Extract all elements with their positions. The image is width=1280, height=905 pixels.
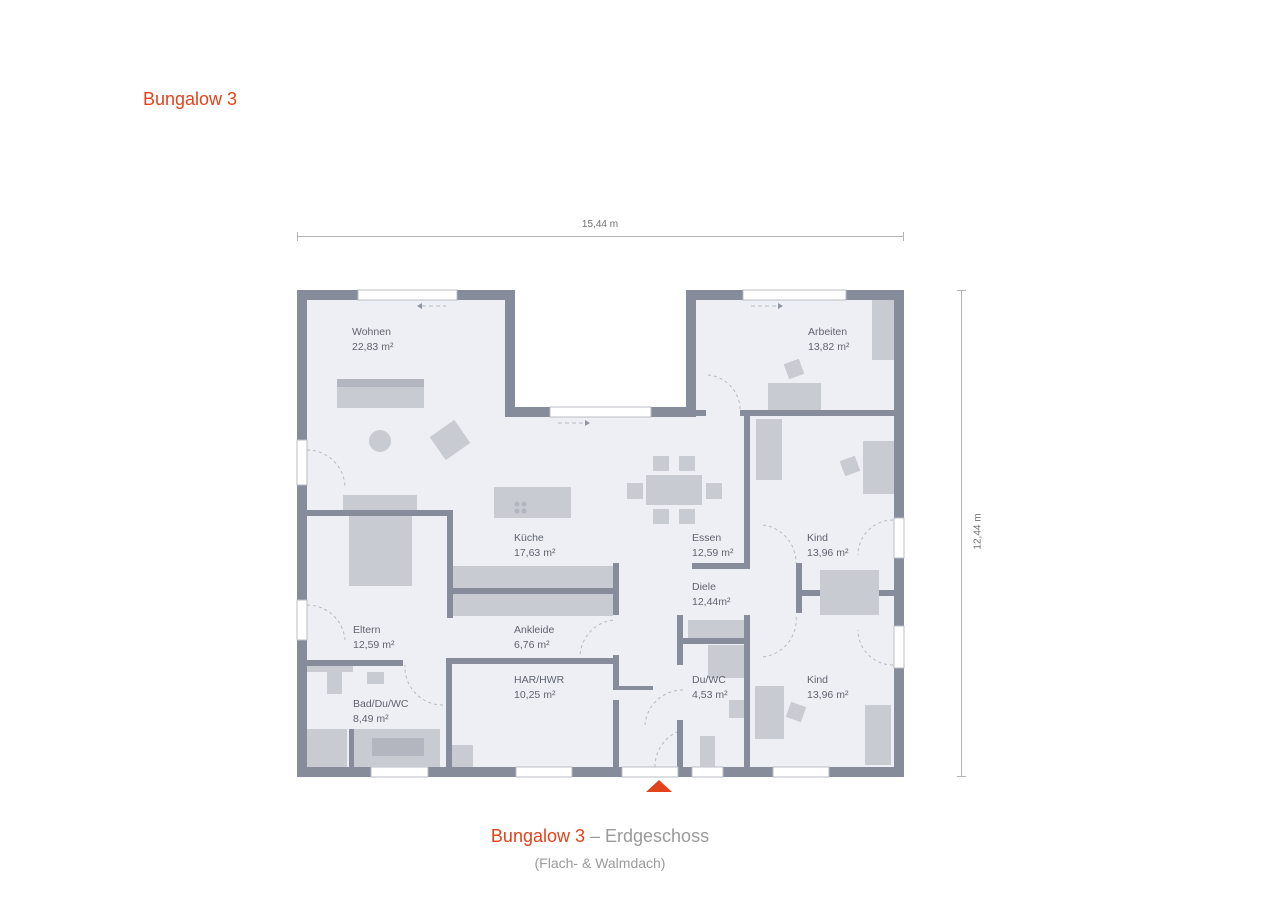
windows xyxy=(296,289,905,778)
room-du-wc: Du/WC 4,53 m² xyxy=(692,673,728,703)
caption-separator: – xyxy=(585,826,606,846)
room-eltern: Eltern 12,59 m² xyxy=(353,623,394,653)
room-name: HAR/HWR xyxy=(514,674,565,686)
plan-caption: Bungalow 3 – Erdgeschoss xyxy=(380,826,820,847)
room-area: 13,96 m² xyxy=(807,547,849,559)
depth-dimension-line xyxy=(957,290,966,777)
room-area: 22,83 m² xyxy=(352,341,394,353)
room-name: Küche xyxy=(514,532,544,544)
room-name: Diele xyxy=(692,581,716,593)
room-area: 4,53 m² xyxy=(692,689,728,701)
room-kind-2: Kind 13,96 m² xyxy=(807,673,848,703)
room-name: Du/WC xyxy=(692,674,726,686)
room-area: 13,96 m² xyxy=(807,689,849,701)
room-name: Wohnen xyxy=(352,326,391,338)
room-diele: Diele 12,44m² xyxy=(692,580,731,610)
plan-subcaption: (Flach- & Walmdach) xyxy=(534,855,666,871)
room-name: Kind xyxy=(807,674,829,686)
page-title: Bungalow 3 xyxy=(143,89,238,109)
furniture xyxy=(307,300,894,767)
room-kueche: Küche 17,63 m² xyxy=(514,531,555,561)
room-name: Bad/Du/WC xyxy=(353,698,409,710)
room-bad-du-wc: Bad/Du/WC 8,49 m² xyxy=(353,697,408,727)
exterior-walls xyxy=(297,290,904,777)
room-area: 17,63 m² xyxy=(514,547,556,559)
caption-floor: Erdgeschoss xyxy=(605,826,710,846)
room-area: 12,59 m² xyxy=(353,639,395,651)
room-har-hwr: HAR/HWR 10,25 m² xyxy=(514,673,564,703)
sliding-arrows xyxy=(422,305,778,424)
room-area: 13,82 m² xyxy=(808,341,850,353)
room-kind-1: Kind 13,96 m² xyxy=(807,531,848,561)
room-name: Eltern xyxy=(353,624,381,636)
room-ankleide: Ankleide 6,76 m² xyxy=(514,623,554,653)
door-swings xyxy=(306,374,894,768)
sliding-arrow-heads xyxy=(417,303,783,426)
room-area: 8,49 m² xyxy=(353,713,389,725)
room-area: 10,25 m² xyxy=(514,689,556,701)
room-arbeiten: Arbeiten 13,82 m² xyxy=(808,325,849,355)
furniture-details xyxy=(337,379,527,756)
width-dimension-label: 15,44 m xyxy=(581,219,619,230)
room-essen: Essen 12,59 m² xyxy=(692,531,733,561)
room-name: Arbeiten xyxy=(808,326,848,338)
room-name: Kind xyxy=(807,532,829,544)
room-name: Ankleide xyxy=(514,624,555,636)
room-area: 6,76 m² xyxy=(514,639,550,651)
room-area: 12,44m² xyxy=(692,596,731,608)
room-name: Essen xyxy=(692,532,722,544)
room-wohnen: Wohnen 22,83 m² xyxy=(352,325,393,355)
room-area: 12,59 m² xyxy=(692,547,734,559)
caption-brand: Bungalow 3 xyxy=(490,826,585,846)
width-dimension-line xyxy=(297,232,904,241)
entrance-arrow-icon xyxy=(646,780,672,792)
